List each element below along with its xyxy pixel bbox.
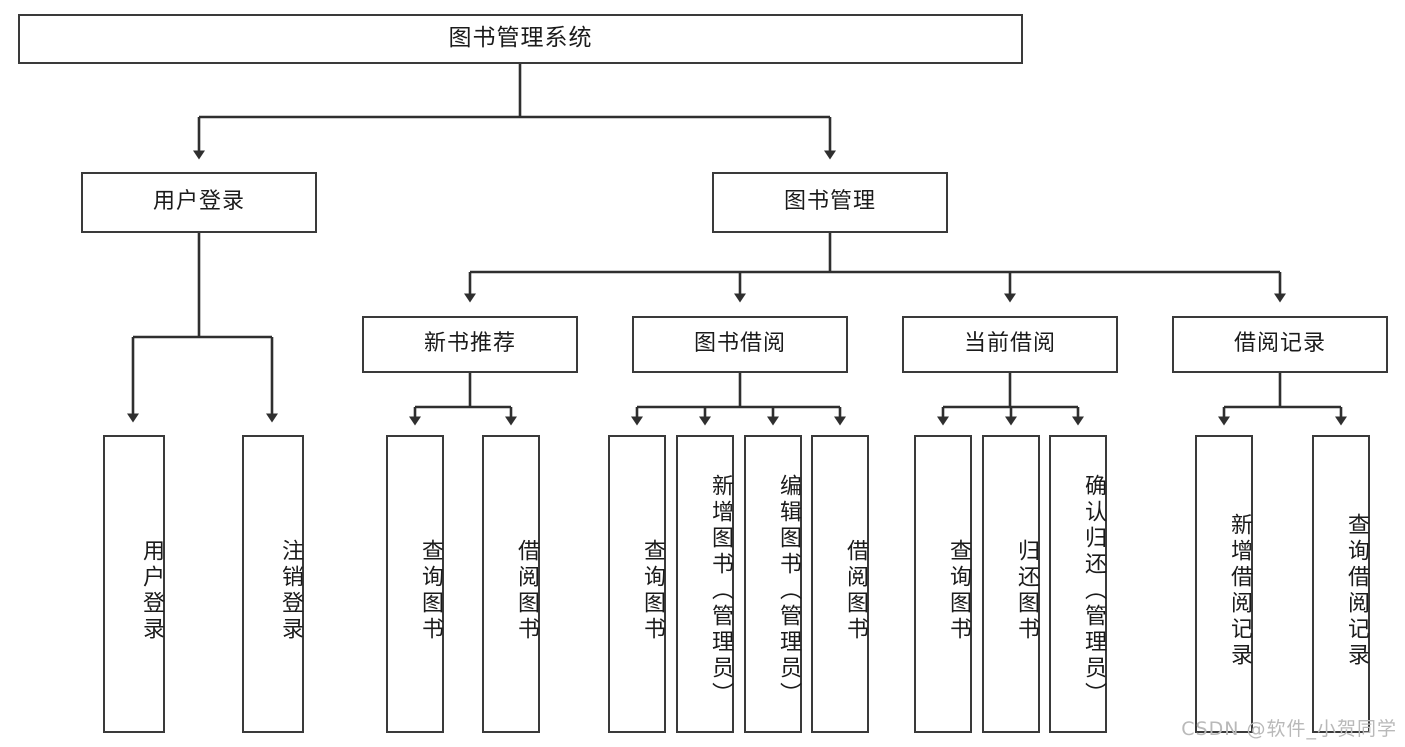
node-leaf-query-book-1-label: 查询图书 [418, 539, 443, 643]
node-leaf-confirm-return[interactable]: 确认归还（管理员） [1049, 435, 1107, 733]
node-leaf-add-book[interactable]: 新增图书（管理员） [676, 435, 734, 733]
csdn-watermark: CSDN @软件_小贺同学 [1181, 718, 1397, 740]
node-new-book-recommend-label: 新书推荐 [423, 331, 516, 357]
node-user-login[interactable]: 用户登录 [81, 172, 317, 233]
node-root[interactable]: 图书管理系统 [18, 14, 1023, 64]
node-leaf-borrow-book-2-label: 借阅图书 [843, 539, 868, 643]
node-user-login-label: 用户登录 [152, 189, 245, 215]
node-leaf-confirm-return-label: 确认归还（管理员） [1081, 474, 1106, 708]
node-leaf-query-book-2-label: 查询图书 [640, 539, 665, 643]
node-leaf-borrow-book-1[interactable]: 借阅图书 [482, 435, 540, 733]
node-root-label: 图书管理系统 [448, 25, 593, 52]
node-leaf-edit-book-label: 编辑图书（管理员） [776, 474, 801, 708]
node-leaf-user-login-label: 用户登录 [139, 539, 164, 643]
node-leaf-edit-book[interactable]: 编辑图书（管理员） [744, 435, 802, 733]
node-borrow-record-label: 借阅记录 [1233, 331, 1326, 357]
node-book-borrow[interactable]: 图书借阅 [632, 316, 848, 373]
node-leaf-query-record[interactable]: 查询借阅记录 [1312, 435, 1370, 733]
node-book-manage[interactable]: 图书管理 [712, 172, 948, 233]
node-leaf-user-login[interactable]: 用户登录 [103, 435, 165, 733]
node-current-borrow[interactable]: 当前借阅 [902, 316, 1118, 373]
node-borrow-record[interactable]: 借阅记录 [1172, 316, 1388, 373]
node-leaf-borrow-book-2[interactable]: 借阅图书 [811, 435, 869, 733]
node-new-book-recommend[interactable]: 新书推荐 [362, 316, 578, 373]
node-leaf-return-book[interactable]: 归还图书 [982, 435, 1040, 733]
node-leaf-add-record[interactable]: 新增借阅记录 [1195, 435, 1253, 733]
node-leaf-logout-login[interactable]: 注销登录 [242, 435, 304, 733]
node-leaf-borrow-book-1-label: 借阅图书 [514, 539, 539, 643]
node-book-borrow-label: 图书借阅 [693, 331, 786, 357]
node-leaf-add-book-label: 新增图书（管理员） [708, 474, 733, 708]
node-leaf-query-book-3-label: 查询图书 [946, 539, 971, 643]
node-leaf-query-book-1[interactable]: 查询图书 [386, 435, 444, 733]
node-leaf-add-record-label: 新增借阅记录 [1227, 513, 1252, 669]
node-leaf-query-record-label: 查询借阅记录 [1344, 513, 1369, 669]
node-leaf-logout-login-label: 注销登录 [278, 539, 303, 643]
node-book-manage-label: 图书管理 [783, 189, 876, 215]
node-leaf-query-book-2[interactable]: 查询图书 [608, 435, 666, 733]
node-current-borrow-label: 当前借阅 [963, 331, 1056, 357]
node-leaf-query-book-3[interactable]: 查询图书 [914, 435, 972, 733]
node-leaf-return-book-label: 归还图书 [1014, 539, 1039, 643]
